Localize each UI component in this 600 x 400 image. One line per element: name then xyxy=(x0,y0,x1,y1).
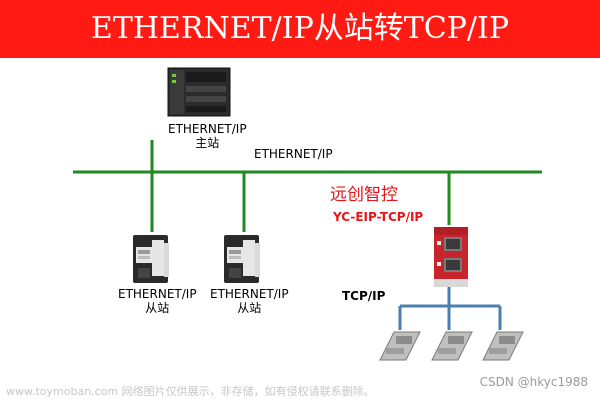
tcp-device-2-icon xyxy=(431,331,473,361)
watermark-left: www.toymoban.com 网络图片仅供展示，非存储，如有侵权请联系删除。 xyxy=(6,385,375,398)
slave-device-1-icon xyxy=(133,235,169,283)
gateway-device-icon xyxy=(434,227,468,287)
gateway-model-label: YC-EIP-TCP/IP xyxy=(333,210,424,224)
slave-1-label-protocol: ETHERNET/IP xyxy=(118,287,197,301)
master-plc-icon xyxy=(167,67,231,117)
ethernet-ip-bus xyxy=(73,140,542,232)
master-label-role: 主站 xyxy=(195,136,220,150)
tcp-device-1-icon xyxy=(379,331,421,361)
title-banner xyxy=(0,0,600,58)
master-label-protocol: ETHERNET/IP xyxy=(168,122,247,136)
slave-1-label: ETHERNET/IP 从站 xyxy=(118,287,197,315)
gateway-brand-label: 远创智控 xyxy=(330,185,398,205)
slave-device-2-icon xyxy=(224,235,260,283)
diagram-title: ETHERNET/IP从站转TCP/IP xyxy=(90,11,510,46)
master-label: ETHERNET/IP 主站 xyxy=(168,122,247,150)
slave-2-label-protocol: ETHERNET/IP xyxy=(210,287,289,301)
tcp-device-3-icon xyxy=(482,331,524,361)
tcp-ip-bus xyxy=(398,287,502,330)
tcp-ip-label: TCP/IP xyxy=(342,289,386,303)
bus-label: ETHERNET/IP xyxy=(254,147,333,161)
watermark-right: CSDN @hkyc1988 xyxy=(479,375,588,389)
slave-2-label-role: 从站 xyxy=(237,301,262,315)
slave-1-label-role: 从站 xyxy=(145,301,170,315)
slave-2-label: ETHERNET/IP 从站 xyxy=(210,287,289,315)
